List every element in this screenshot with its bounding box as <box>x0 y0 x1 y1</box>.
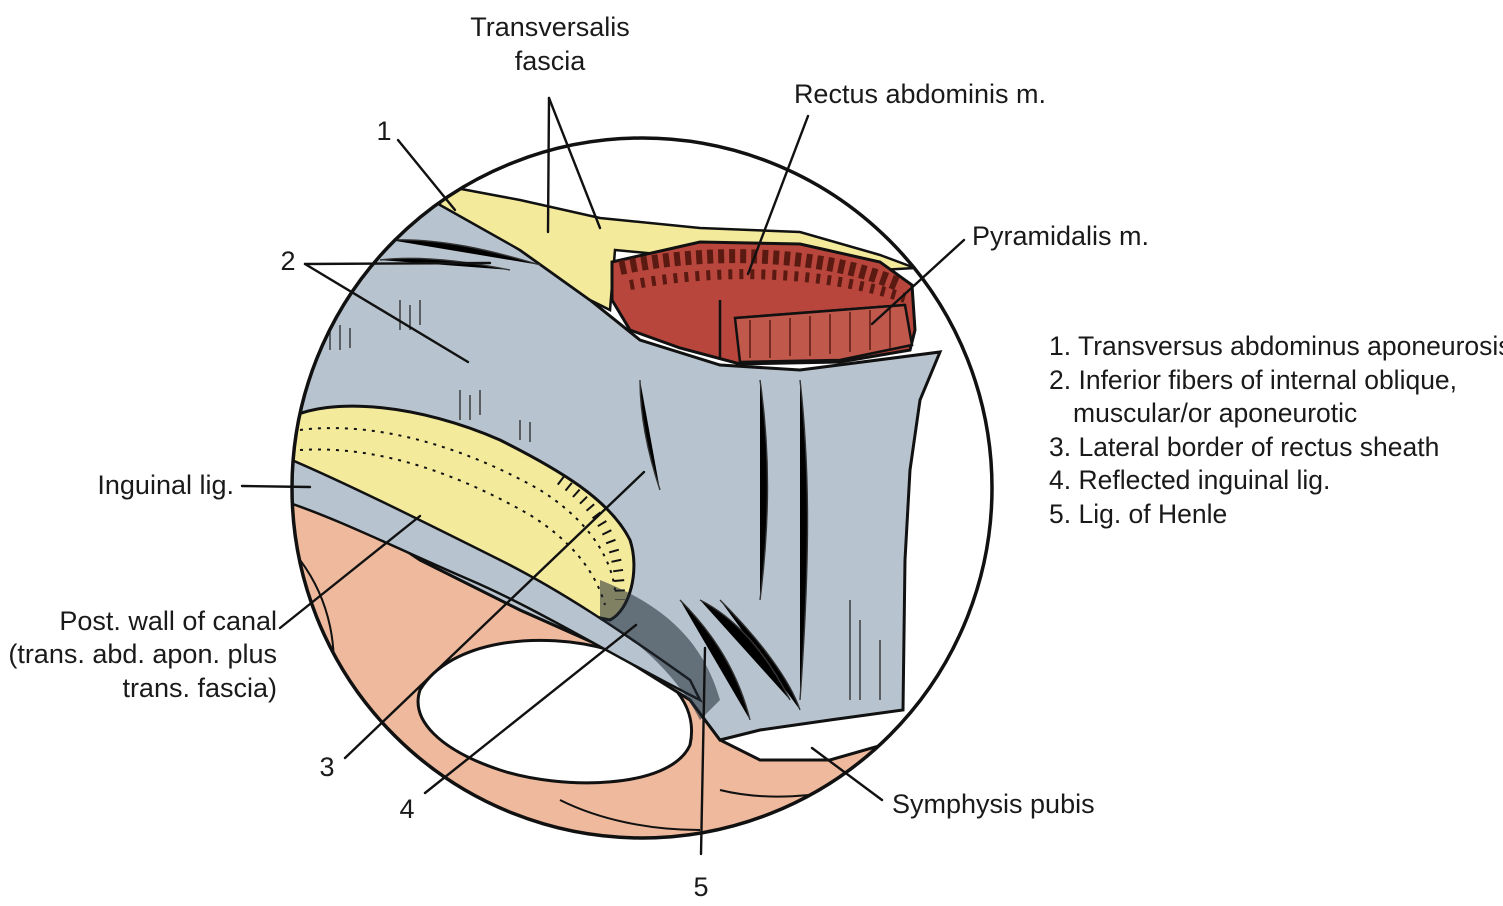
legend-item-5: 5. Lig. of Henle <box>1049 498 1503 532</box>
legend-item-3: 3. Lateral border of rectus sheath <box>1049 431 1503 465</box>
label-post-wall-line2: (trans. abd. apon. plus <box>8 639 277 669</box>
legend-item-4: 4. Reflected inguinal lig. <box>1049 464 1503 498</box>
label-post-wall-line3: trans. fascia) <box>122 673 277 703</box>
label-symphysis-pubis: Symphysis pubis <box>892 789 1095 819</box>
circular-view <box>280 130 1010 860</box>
label-post-wall-line1: Post. wall of canal <box>59 606 277 636</box>
label-transversalis-line1: Transversalis <box>470 12 630 42</box>
legend-item-2-cont: muscular/or aponeurotic <box>1049 397 1503 431</box>
label-number-2: 2 <box>280 246 295 276</box>
label-number-5: 5 <box>693 872 708 902</box>
label-inguinal-ligament: Inguinal lig. <box>97 470 234 500</box>
label-rectus-abdominis: Rectus abdominis m. <box>794 79 1046 109</box>
legend-item-1: 1. Transversus abdominus aponeurosis <box>1049 330 1503 364</box>
label-transversalis-line2: fascia <box>515 46 587 76</box>
label-number-3: 3 <box>319 752 334 782</box>
legend-item-2: 2. Inferior fibers of internal oblique, <box>1049 364 1503 398</box>
label-number-4: 4 <box>399 794 414 824</box>
numbered-legend: 1. Transversus abdominus aponeurosis 2. … <box>1049 330 1503 531</box>
label-number-1: 1 <box>376 116 391 146</box>
label-pyramidalis: Pyramidalis m. <box>972 221 1149 251</box>
